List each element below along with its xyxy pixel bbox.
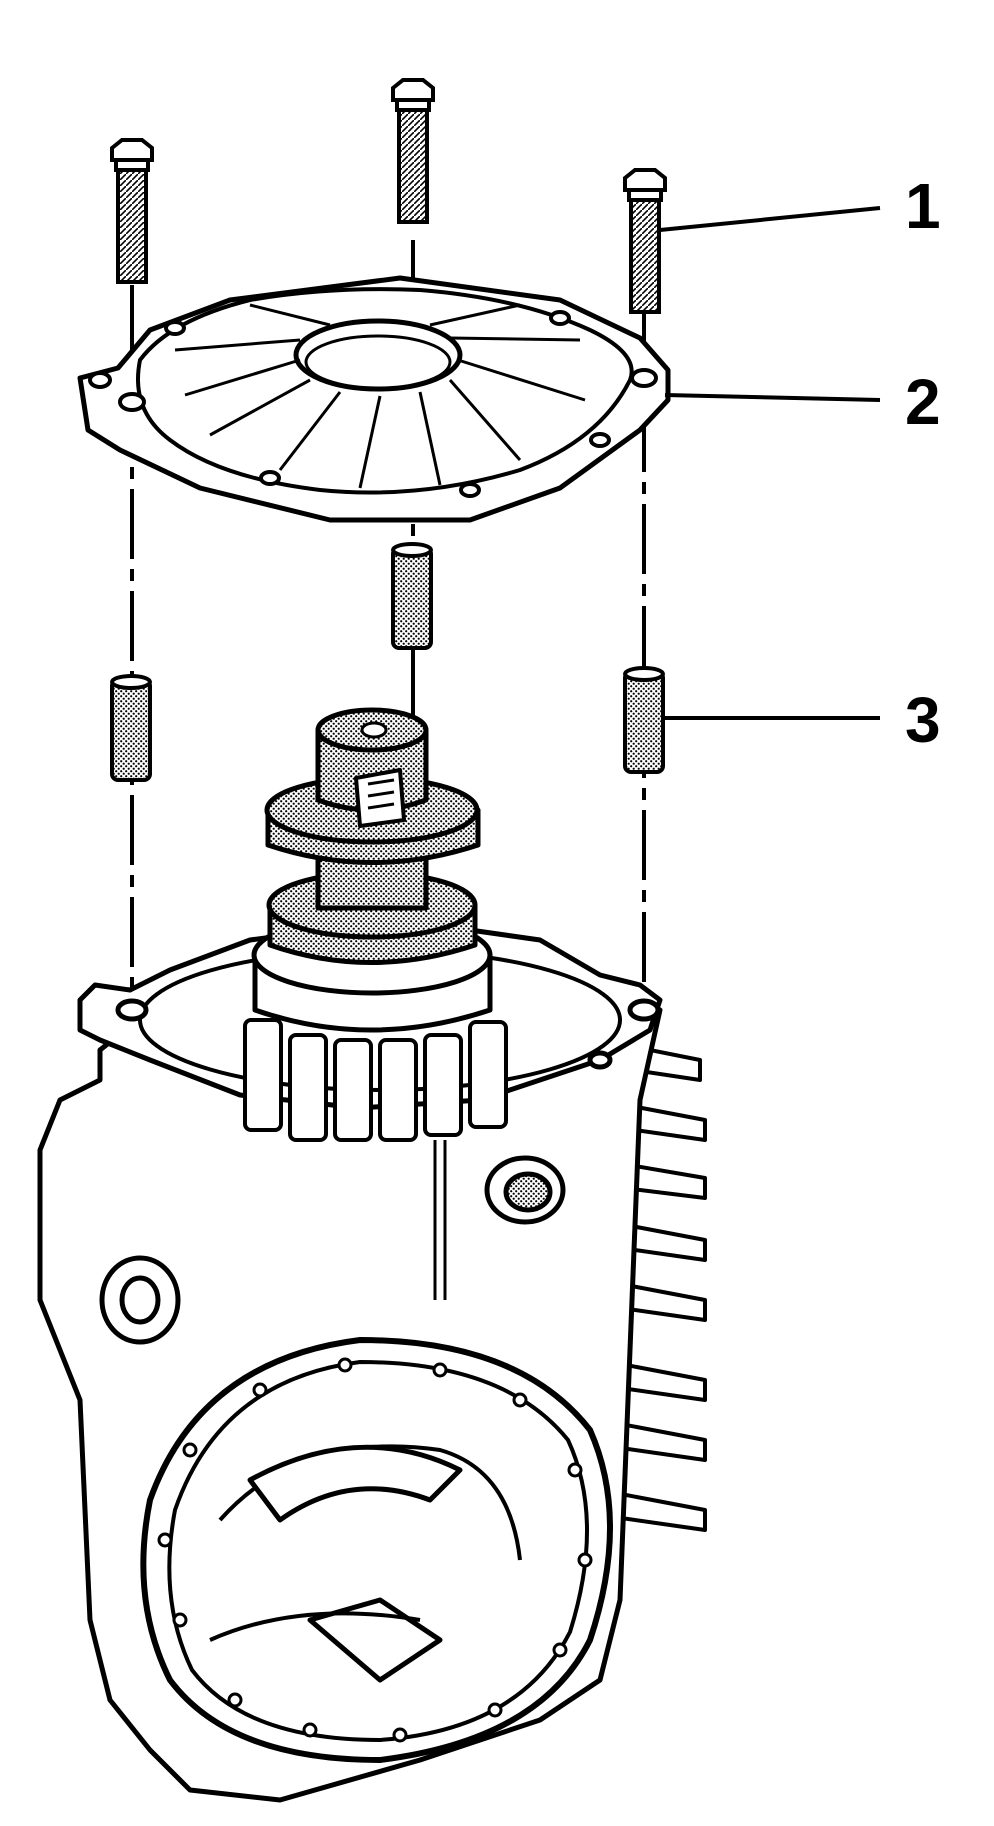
bolt-center [391, 78, 435, 224]
bolt-right [623, 168, 667, 314]
transmission-case [37, 917, 707, 1803]
dowel-left [110, 674, 152, 782]
case-gear-teeth [243, 1018, 508, 1142]
cover-plate [77, 275, 671, 523]
callout-1: 1 [659, 170, 941, 242]
output-shaft-assembly [251, 707, 493, 1033]
dowel-center [391, 542, 433, 650]
callout-2: 2 [664, 366, 941, 438]
callout-label-3: 3 [905, 684, 941, 756]
callout-label-1: 1 [905, 170, 941, 242]
bolt-left [110, 138, 154, 284]
dowel-right [623, 666, 665, 774]
callout-label-2: 2 [905, 366, 941, 438]
callout-3: 3 [665, 684, 941, 756]
